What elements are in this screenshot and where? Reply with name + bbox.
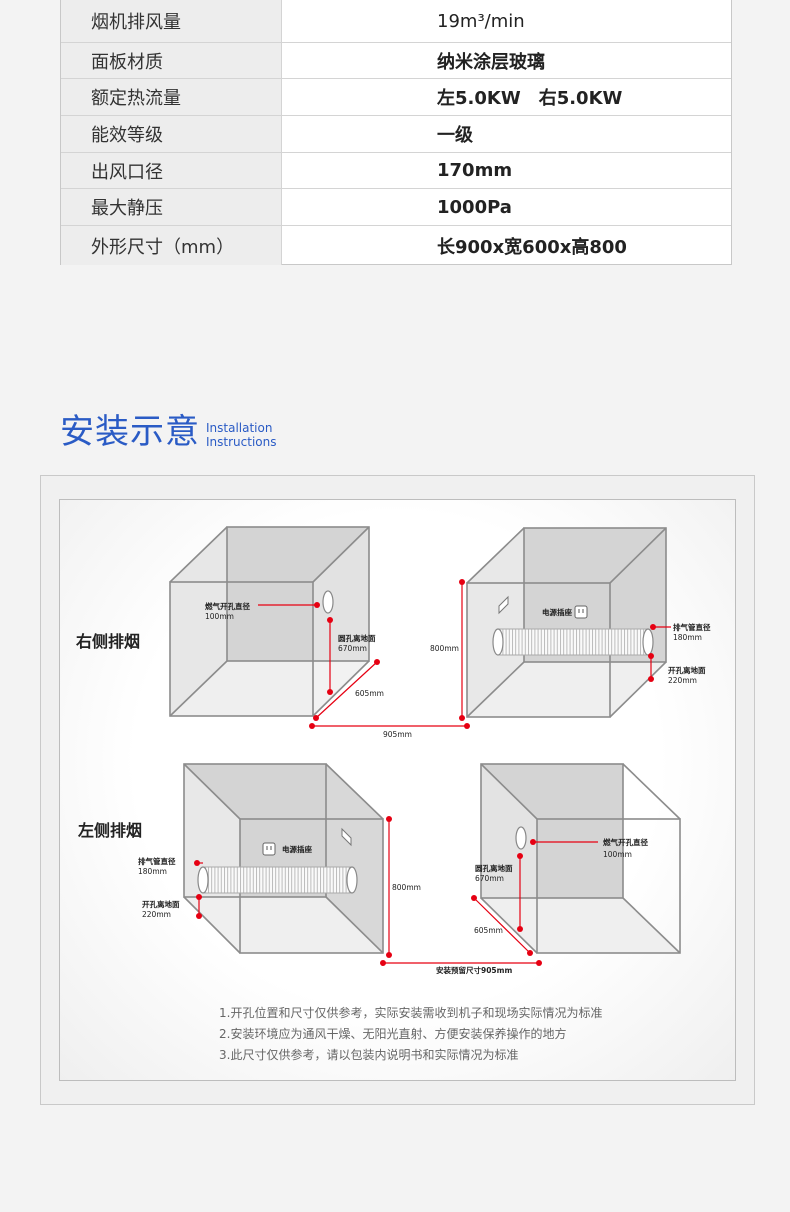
exhaust-diameter-label: 排气管直径 — [138, 856, 176, 866]
spec-label: 出风口径 — [61, 153, 282, 188]
cabinet-left-exhaust-gas — [480, 763, 681, 954]
spec-table: 烟机排风量 19m³/min 面板材质 纳米涂层玻璃 额定热流量 左5.0KW … — [60, 0, 732, 265]
spec-row: 最大静压 1000Pa — [61, 189, 731, 226]
spec-row: 能效等级 一级 — [61, 116, 731, 153]
gas-hole-diameter-label: 燃气开孔直径 — [603, 837, 648, 847]
spec-label: 能效等级 — [61, 116, 282, 152]
hole-height-label: 圆孔离地面 — [338, 633, 376, 643]
cabinet-right-face — [313, 527, 369, 716]
note-item: 3.此尺寸仅供参考，请以包装内说明书和实际情况为标准 — [219, 1048, 519, 1062]
spec-label: 烟机排风量 — [61, 0, 282, 42]
left-exhaust-label: 左侧排烟 — [77, 821, 142, 840]
spec-label: 外形尺寸（mm） — [61, 226, 282, 265]
depth-dimension: 605mm — [355, 689, 384, 698]
exhaust-height-label: 开孔离地面 — [668, 665, 706, 675]
exhaust-size: 180mm — [138, 867, 167, 876]
gas-hole — [515, 826, 527, 850]
exhaust-size: 180mm — [673, 633, 702, 642]
section-subtitle: Installation Instructions — [206, 421, 276, 449]
note-item: 1.开孔位置和尺寸仅供参考，实际安装需收到机子和现场实际情况为标准 — [219, 1006, 603, 1020]
note-item: 2.安装环境应为通风干燥、无阳光直射、方便安装保养操作的地方 — [219, 1027, 567, 1041]
cabinet-right-exhaust-gas — [169, 526, 370, 717]
cabinet-right-exhaust-pipe — [466, 527, 667, 718]
spec-value: 长900x宽600x高800 — [437, 236, 627, 258]
section-title: 安装示意 — [60, 412, 200, 452]
spec-row: 面板材质 纳米涂层玻璃 — [61, 43, 731, 79]
cabinet-floor-face — [170, 661, 369, 716]
spec-row: 出风口径 170mm — [61, 153, 731, 189]
section-subtitle-line2: Instructions — [206, 435, 277, 449]
exhaust-height-value: 220mm — [668, 676, 697, 685]
spec-label: 最大静压 — [61, 189, 282, 225]
exhaust-diameter-label: 排气管直径 — [673, 622, 711, 632]
dimension-lines — [197, 582, 671, 964]
socket-icon — [574, 605, 588, 619]
exhaust-height-value: 220mm — [142, 910, 171, 919]
spec-row: 额定热流量 左5.0KW 右5.0KW — [61, 79, 731, 116]
section-subtitle-line1: Installation — [206, 421, 273, 435]
socket-label: 电源插座 — [282, 844, 312, 854]
exhaust-height-label: 开孔离地面 — [142, 899, 180, 909]
hole-height-label: 圆孔离地面 — [475, 863, 513, 873]
gas-hole-size: 100mm — [205, 612, 234, 621]
hole-height-value: 670mm — [475, 874, 504, 883]
spec-row: 外形尺寸（mm） 长900x宽600x高800 — [61, 226, 731, 265]
spec-value: 1000Pa — [437, 196, 512, 218]
right-exhaust-label: 右侧排烟 — [76, 632, 140, 651]
height-dimension: 800mm — [430, 644, 459, 653]
gas-hole — [322, 590, 334, 614]
hole-height-value: 670mm — [338, 644, 367, 653]
dimension-dots — [194, 579, 656, 966]
reserved-size: 安装预留尺寸905mm — [436, 965, 512, 975]
exhaust-pipe — [497, 628, 649, 656]
exhaust-pipe — [202, 866, 353, 894]
installation-notes: 1.开孔位置和尺寸仅供参考，实际安装需收到机子和现场实际情况为标准 2.安装环境… — [219, 1003, 602, 1066]
socket-icon — [262, 842, 276, 856]
gas-hole-size: 100mm — [603, 850, 632, 859]
spec-value: 一级 — [437, 125, 473, 146]
section-heading: 安装示意 Installation Instructions — [60, 413, 276, 451]
width-dimension: 905mm — [383, 730, 412, 739]
gas-hole-diameter-label: 燃气开孔直径 — [205, 601, 250, 611]
spec-label: 面板材质 — [61, 43, 282, 78]
spec-value: 19m³/min — [437, 10, 525, 32]
cabinet-left-face — [170, 527, 227, 716]
spec-value: 左5.0KW 右5.0KW — [437, 88, 623, 109]
cabinet-left-exhaust-pipe — [183, 763, 384, 954]
vent-slot — [498, 595, 509, 615]
spec-value: 纳米涂层玻璃 — [437, 51, 545, 73]
height-dimension: 800mm — [392, 883, 421, 892]
spec-label: 额定热流量 — [61, 79, 282, 115]
spec-value: 170mm — [437, 160, 513, 181]
depth-dimension: 605mm — [474, 926, 503, 935]
socket-label: 电源插座 — [542, 607, 572, 617]
spec-row: 烟机排风量 19m³/min — [61, 0, 731, 43]
